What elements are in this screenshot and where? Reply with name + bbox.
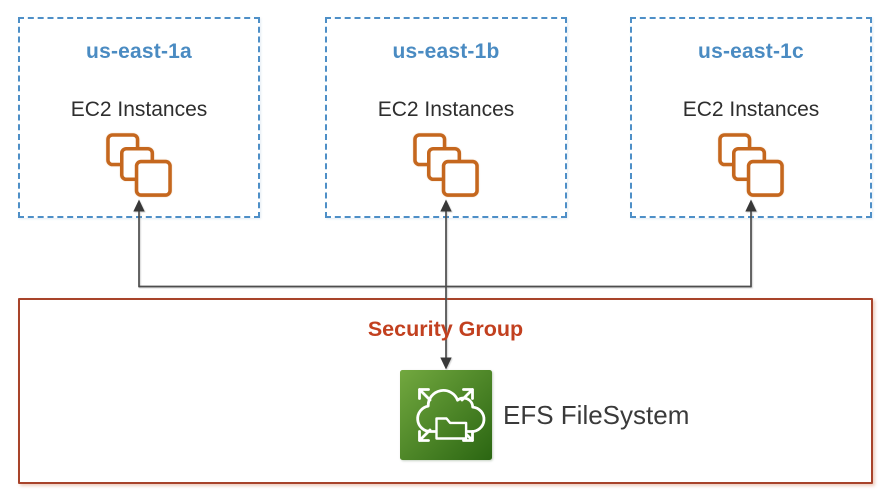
az-box-us-east-1b: us-east-1b EC2 Instances <box>325 17 567 218</box>
efs-gradient-bg <box>400 370 492 460</box>
az-box-us-east-1a: us-east-1a EC2 Instances <box>18 17 260 218</box>
ec2-instances-label: EC2 Instances <box>70 98 208 121</box>
efs-filesystem-icon <box>400 370 492 460</box>
az-box-us-east-1c: us-east-1c EC2 Instances <box>630 17 872 218</box>
folder-icon <box>435 417 468 440</box>
cloud-icon <box>416 389 486 433</box>
security-group-label: Security Group <box>367 317 524 341</box>
security-group-box: Security Group EFS FileSystem <box>18 298 873 484</box>
ec2-instances-label: EC2 Instances <box>377 98 515 121</box>
ec2-instances-icon <box>105 133 172 197</box>
ec2-instances-icon <box>717 133 784 197</box>
az-name-label: us-east-1a <box>86 40 192 63</box>
efs-filesystem-label: EFS FileSystem <box>503 399 690 430</box>
ec2-instances-label: EC2 Instances <box>682 98 820 121</box>
az-name-label: us-east-1b <box>392 40 500 63</box>
ec2-instances-icon <box>412 133 479 197</box>
az-name-label: us-east-1c <box>698 40 804 63</box>
